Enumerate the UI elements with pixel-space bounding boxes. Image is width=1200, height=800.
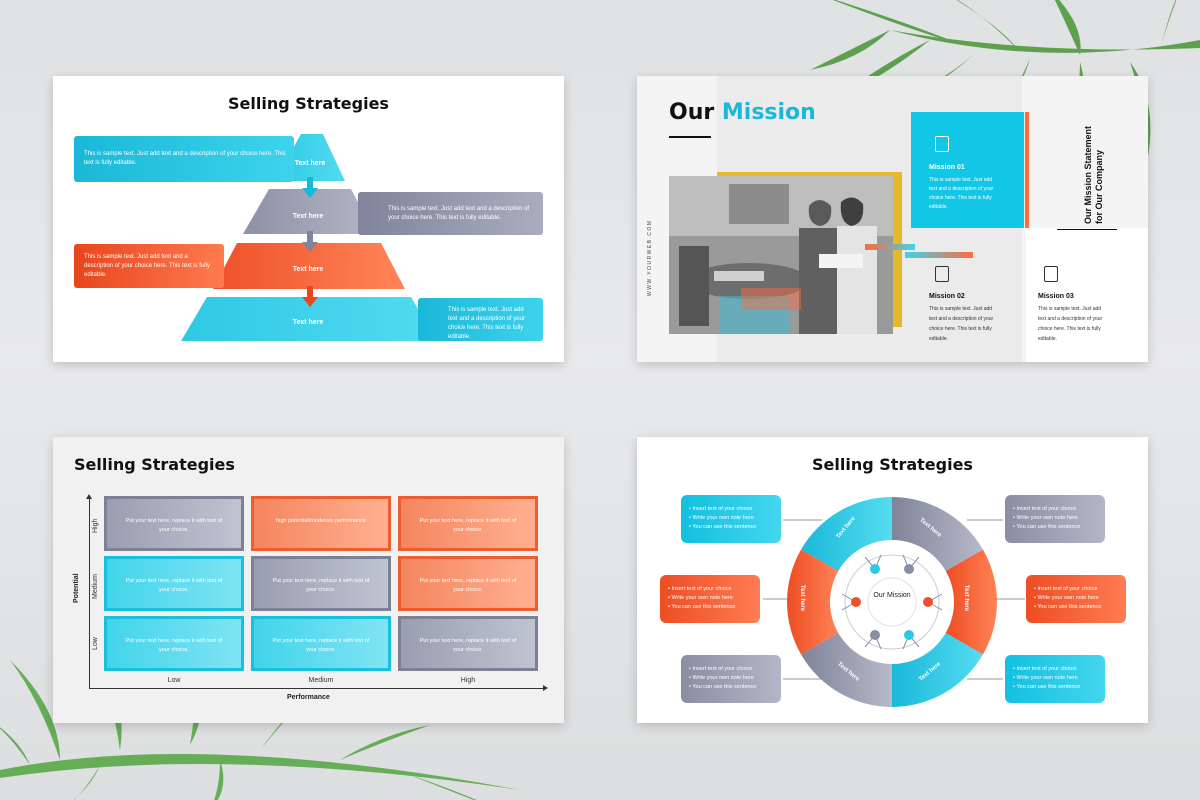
matrix-cell: Put your text here, replace it with text…	[251, 556, 391, 611]
tier-2-label: Text here	[292, 213, 324, 220]
matrix-cell: high potential/moderate performance	[251, 496, 391, 551]
slide-matrix[interactable]: Selling Strategies Potential Performance…	[53, 437, 564, 723]
row-label: High	[92, 518, 99, 533]
note-item: You can use this sentence	[689, 523, 773, 532]
side-heading: Our Mission Statement for Our Company	[1083, 125, 1104, 224]
ring-segment	[801, 497, 892, 571]
matrix-cell: Put your text here, replace it with text…	[251, 616, 391, 671]
x-axis-arrow	[543, 685, 548, 691]
segment-label: Text here	[963, 584, 970, 612]
title-underline	[669, 136, 711, 138]
mission-1-text: This is sample text. Just add text and a…	[929, 177, 994, 210]
mission-2-text: This is sample text. Just add text and a…	[929, 306, 994, 342]
note-item: You can use this sentence	[1034, 603, 1118, 612]
note-box: Insert text of your choice Write your ow…	[681, 495, 781, 543]
row-label: Low	[92, 637, 99, 650]
mission-1-title: Mission 01	[929, 164, 965, 171]
mission-3-text: This is sample text. Just add text and a…	[1038, 306, 1103, 342]
note-item: Write your own note here	[1034, 594, 1118, 603]
note-item: You can use this sentence	[668, 603, 752, 612]
color-stripe	[865, 244, 915, 250]
mission-3-title: Mission 03	[1038, 293, 1074, 300]
note-item: Write your own note here	[689, 514, 773, 523]
note-item: You can use this sentence	[1013, 523, 1097, 532]
x-axis-line	[89, 688, 545, 689]
document-icon	[1044, 266, 1058, 282]
document-icon	[935, 136, 949, 152]
note-box: Insert text of your choice Write your ow…	[1026, 575, 1126, 623]
meeting-photo	[669, 176, 893, 334]
side-heading-rule	[1057, 229, 1117, 230]
note-box: Insert text of your choice Write your ow…	[681, 655, 781, 703]
matrix-cell: Put your text here, replace it with text…	[104, 556, 244, 611]
note-item: Insert text of your choice	[668, 585, 752, 594]
matrix-cell: Put your text here, replace it with text…	[398, 556, 538, 611]
slide-circle-diagram[interactable]: Selling Strategies	[637, 437, 1148, 723]
note-item: Write your own note here	[689, 674, 773, 683]
note-box: Insert text of your choice Write your ow…	[1005, 495, 1105, 543]
note-item: Insert text of your choice	[689, 665, 773, 674]
tier-3-label: Text here	[292, 266, 324, 273]
note-item: Write your own note here	[1013, 514, 1097, 523]
matrix-cell: Put your text here, replace it with text…	[104, 616, 244, 671]
x-axis-label: Performance	[287, 694, 330, 701]
mission-1-edge	[1025, 112, 1029, 228]
color-stripe-2	[905, 252, 973, 258]
pyramid-tier-4	[181, 297, 437, 341]
note-item: Insert text of your choice	[1013, 665, 1097, 674]
slide-our-mission[interactable]: Our Mission WWW.YOURWEB.COM Mission 01 T…	[637, 76, 1148, 362]
title-part-2: Mission	[721, 100, 816, 125]
note-box: Insert text of your choice Write your ow…	[1005, 655, 1105, 703]
slide-title: Selling Strategies	[812, 455, 973, 474]
tier-1-label: Text here	[294, 160, 326, 167]
pyramid-tier-2	[243, 189, 375, 234]
ring-segment	[945, 549, 997, 655]
slide-title: Selling Strategies	[228, 94, 389, 113]
page-title: Our Mission	[669, 100, 816, 125]
pyramid-graphic	[181, 134, 437, 341]
document-icon	[935, 266, 949, 282]
y-axis-arrow	[86, 494, 92, 499]
note-item: Write your own note here	[668, 594, 752, 603]
col-label: Low	[167, 677, 181, 684]
matrix-cell: Put your text here, replace it with text…	[104, 496, 244, 551]
matrix-cell: Put your text here, replace it with text…	[398, 496, 538, 551]
tier-2-description: This is sample text. Just add text and a…	[358, 192, 543, 235]
matrix-cell: Put your text here, replace it with text…	[398, 616, 538, 671]
note-box: Insert text of your choice Write your ow…	[660, 575, 760, 623]
note-item: Write your own note here	[1013, 674, 1097, 683]
ring-segment	[787, 549, 839, 655]
y-axis-line	[89, 497, 90, 689]
center-label: Our Mission	[873, 592, 911, 599]
col-label: High	[460, 677, 476, 684]
row-label: Medium	[92, 574, 99, 599]
note-item: Insert text of your choice	[1034, 585, 1118, 594]
tier-1-description: This is sample text. Just add text and a…	[74, 136, 294, 182]
title-part-1: Our	[669, 100, 715, 125]
tier-4-description: This is sample text. Just add text and a…	[418, 298, 543, 341]
y-axis-label: Potential	[73, 573, 80, 603]
slide-pyramid[interactable]: Selling Strategies Text here Text here T…	[53, 76, 564, 362]
note-item: Insert text of your choice	[1013, 505, 1097, 514]
col-label: Medium	[308, 677, 334, 684]
tier-3-description: This is sample text. Just add text and a…	[74, 244, 224, 288]
note-item: You can use this sentence	[689, 683, 773, 692]
mission-2-title: Mission 02	[929, 293, 965, 300]
ring-segment	[892, 633, 983, 707]
pyramid-tier-3	[213, 243, 405, 289]
website-text: WWW.YOURWEB.COM	[647, 219, 653, 296]
note-item: You can use this sentence	[1013, 683, 1097, 692]
slide-title: Selling Strategies	[74, 455, 235, 474]
mission-1-card	[911, 112, 1024, 228]
mission-3-panel	[1026, 228, 1148, 362]
segment-label: Text here	[799, 584, 806, 612]
circle-diagram	[763, 497, 1025, 707]
tier-4-label: Text here	[292, 319, 324, 326]
ring-segment	[801, 633, 892, 707]
ring-segment	[892, 497, 983, 571]
note-item: Insert text of your choice	[689, 505, 773, 514]
